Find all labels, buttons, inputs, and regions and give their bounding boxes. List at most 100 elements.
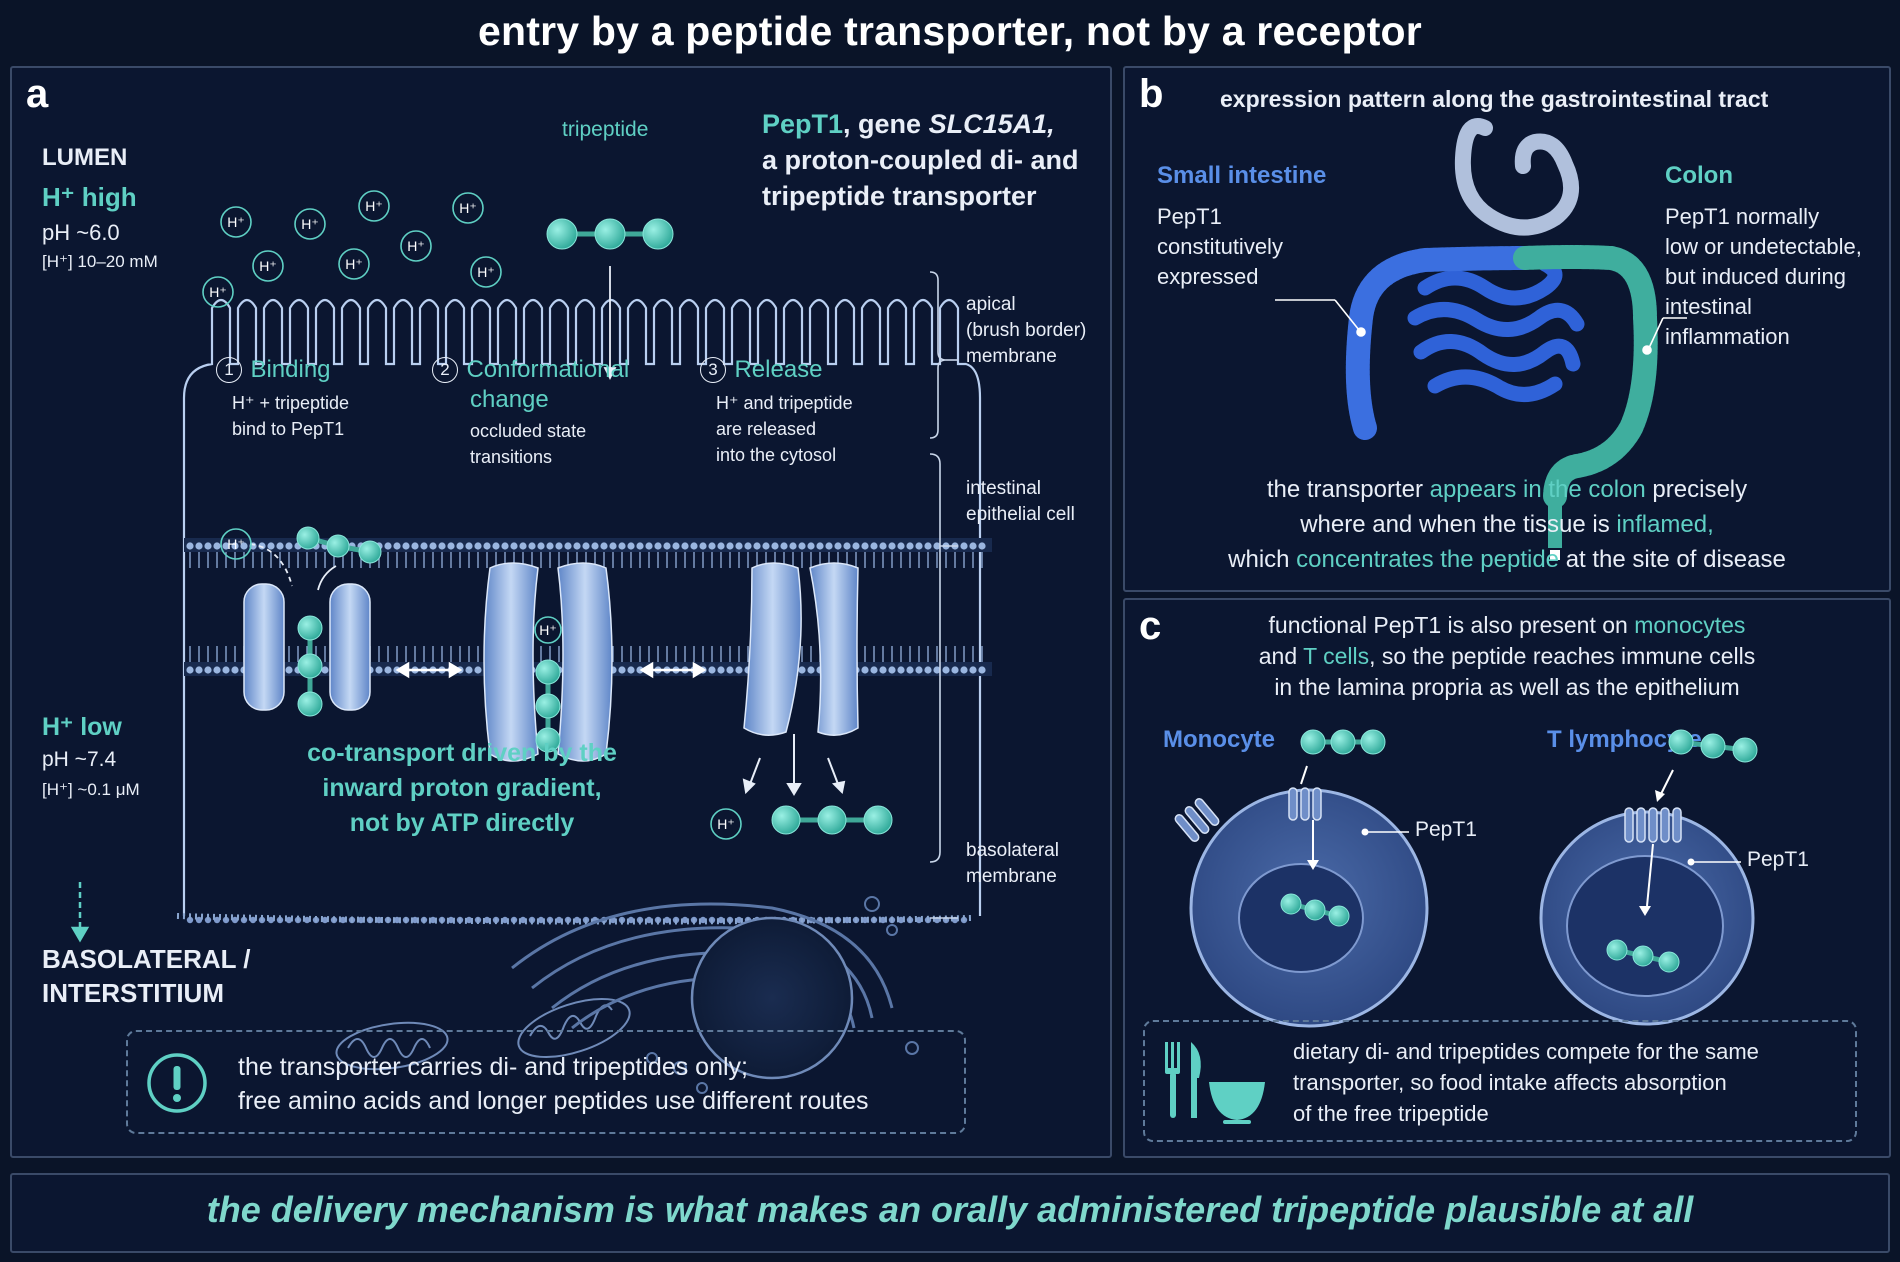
proton-approaching: H⁺ [220,528,252,560]
figure-title: entry by a peptide transporter, not by a… [478,8,1422,54]
nucleus [690,916,854,1080]
monocyte-cell [1174,765,1429,1028]
epithelial-line-2: epithelial cell [966,504,1075,525]
inflamed-highlight: inflamed, [1616,511,1714,538]
diet-line-1: dietary di- and tripeptides compete for … [1293,1039,1759,1064]
proton-released: H⁺ [710,808,742,840]
step-2-title-2: change [470,386,549,413]
fork-knife-bowl-icon [1165,1042,1265,1124]
step-2-desc-1: occluded state [470,421,587,441]
panel-c-heading: functional PepT1 is also present on mono… [1125,610,1889,703]
apical-line-1: apical [966,294,1016,315]
colon-line-5: inflammation [1665,324,1790,349]
tripeptide-near-monocyte [1300,729,1386,755]
tripeptide-bound [297,615,323,717]
proton-lumen-8: H⁺ [470,256,502,288]
c-line-2: and T cells, so the peptide reaches immu… [1258,643,1756,669]
h-conc-baso: [H⁺] ~0.1 μM [42,780,140,799]
tripeptide-released [771,805,893,835]
panel-b-label: b [1139,72,1164,116]
tripeptide-occluded [535,659,561,753]
svg-text:H⁺: H⁺ [539,622,557,638]
step-2-number: 2 [432,357,458,383]
pept1-desc-1: a proton-coupled di- and [762,145,1079,175]
footer-banner: the delivery mechanism is what makes an … [10,1173,1890,1253]
h-conc-lumen: [H⁺] 10–20 mM [42,252,158,271]
apical-line-3: membrane [966,346,1057,367]
epithelial-cell-label: intestinal epithelial cell [966,476,1075,528]
step-3-desc-1: H⁺ and tripeptide [716,393,853,413]
monocytes-highlight: monocytes [1634,612,1746,638]
basolateral-membrane-label: basolateral membrane [966,838,1059,890]
step-1-number: 1 [216,357,242,383]
tripeptide-lumen [546,218,674,250]
tripeptide-in-tcell [1606,939,1680,973]
apical-membrane-label: apical (brush border) membrane [966,292,1086,370]
binding-arrows [249,543,337,591]
svg-text:H⁺: H⁺ [259,258,277,274]
state-transition-arrows [395,661,707,679]
step-3-desc-3: into the cytosol [716,445,837,465]
step-1-desc-1: H⁺ + tripeptide [232,393,350,413]
panel-a-label: a [26,72,49,116]
h-high-label: H⁺ high [42,182,137,212]
proton-lumen-5: H⁺ [252,250,284,282]
pept1-gene-prefix: , gene [843,109,929,139]
proton-lumen-4: H⁺ [452,192,484,224]
exclamation-icon [147,1053,207,1113]
vesicles [646,896,919,1094]
diet-line-3: of the free tripeptide [1293,1101,1489,1126]
proton-lumen-7: H⁺ [400,230,432,262]
step-release: 3 Release H⁺ and tripeptide are released… [700,356,853,468]
colon-desc: PepT1 normally low or undetectable, but … [1665,202,1862,352]
monocyte-pept1-tag: PepT1 [1415,818,1477,841]
cell-diagram: H⁺H⁺H⁺H⁺H⁺H⁺H⁺H⁺H⁺H⁺H⁺H⁺ [70,190,992,1094]
pept1-heading: PepT1, gene SLC15A1, a proton-coupled di… [762,106,1078,214]
concentrates-highlight: concentrates the peptide [1296,546,1560,573]
apical-line-2: (brush border) [966,320,1087,341]
svg-text:H⁺: H⁺ [227,536,245,552]
step-conformational-change: 2 Conformational change occluded state t… [432,356,629,470]
cotransport-line-3: not by ATP directly [349,809,575,837]
cell-outline [182,298,982,916]
colon-line-3: but induced during [1665,264,1847,289]
svg-text:H⁺: H⁺ [365,198,383,214]
colon-proximal [1345,246,1537,440]
proton-lumen-2: H⁺ [294,208,326,240]
proton-gradient-arrow [70,882,90,943]
si-line-1: PepT1 [1157,204,1222,229]
appears-in-colon: appears in the colon [1429,476,1646,503]
ph-lumen: pH ~6.0 [42,220,120,245]
step-2-desc-2: transitions [470,447,553,467]
proton-lumen-9: H⁺ [202,276,234,308]
basolateral-m-line-1: basolateral [966,840,1059,861]
step-3-number: 3 [700,357,726,383]
tripeptide-near-tcell [1668,729,1758,763]
basolateral-membrane-line [176,913,973,925]
conclusion-line-1: the transporter appears in the colon pre… [1266,476,1748,503]
si-line-2: constitutively [1157,234,1283,259]
svg-text:H⁺: H⁺ [717,816,735,832]
t-lymphocyte-cell [1539,769,1755,1026]
proton-lumen-1: H⁺ [220,206,252,238]
colon-label: Colon [1665,162,1733,189]
note-line-1: the transporter carries di- and tripepti… [238,1053,748,1081]
panel-c: c functional PepT1 is also present on mo… [1123,598,1891,1158]
entry-arrow [603,266,617,381]
colon-line-1: PepT1 normally [1665,204,1820,229]
si-line-3: expressed [1157,264,1259,289]
annotation-brackets [929,271,958,919]
step-1-title: Binding [250,356,331,383]
colon-arrow [1550,550,1560,560]
svg-text:H⁺: H⁺ [477,264,495,280]
c-line-1: functional PepT1 is also present on mono… [1268,612,1746,638]
tripeptide-in-monocyte [1280,893,1350,927]
gi-tract-illustration [1275,118,1687,560]
monocyte-label: Monocyte [1163,726,1276,753]
pept1-gene: SLC15A1, [928,109,1055,139]
step-1-desc-2: bind to PepT1 [232,419,345,439]
pept1-name: PepT1 [762,109,844,139]
tcell-pept1-tag: PepT1 [1747,848,1809,871]
small-intestine-coils [1407,256,1585,402]
leader-lines [1275,299,1687,355]
